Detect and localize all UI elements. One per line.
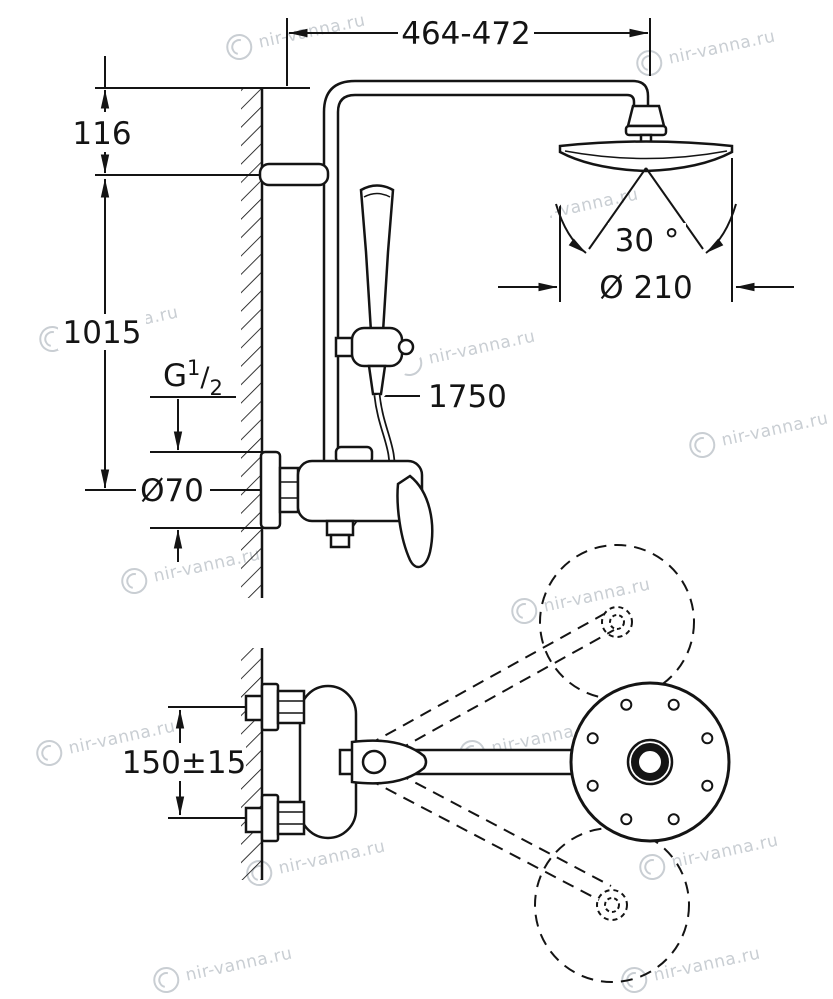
dim-wall-offset-label: 116 [72, 116, 131, 152]
slide-bar-holder [334, 326, 415, 396]
supply-connection-upper [244, 682, 306, 732]
head-connector [624, 104, 668, 145]
mixer-side-view [259, 445, 434, 569]
spray-angle-label: 30 ° [615, 223, 680, 259]
plan-view [244, 544, 731, 983]
dim-riser-height-label: 1015 [63, 315, 142, 351]
riser-joint-plan [361, 749, 387, 775]
swivel-positions [367, 544, 695, 983]
supply-connection-lower [244, 793, 306, 843]
supply-spacing-label: 150±15 [122, 745, 247, 781]
shower-riser-pipe [322, 79, 668, 462]
wall-bracket [258, 162, 330, 187]
rain-head-plan [569, 681, 731, 843]
hose-length-label: 1750 [428, 379, 507, 415]
dim-width-range-label: 464-472 [401, 16, 531, 52]
union-nut [278, 466, 300, 514]
mixer-lever [396, 474, 434, 569]
dimension-lines [85, 18, 794, 819]
spray-angle [555, 167, 737, 254]
head-diameter-label: Ø 210 [599, 270, 692, 306]
hose-outlet [325, 519, 355, 537]
dimension-labels: 464-472 116 1015 30 ° Ø 210 1750 G1/2 Ø7… [58, 15, 693, 781]
escutcheon [259, 450, 282, 530]
wall-upper [241, 88, 264, 598]
escutcheon-diameter-label: Ø70 [140, 473, 204, 509]
rain-shower-head [558, 140, 734, 173]
thread-size-label: G1/2 [163, 356, 223, 400]
